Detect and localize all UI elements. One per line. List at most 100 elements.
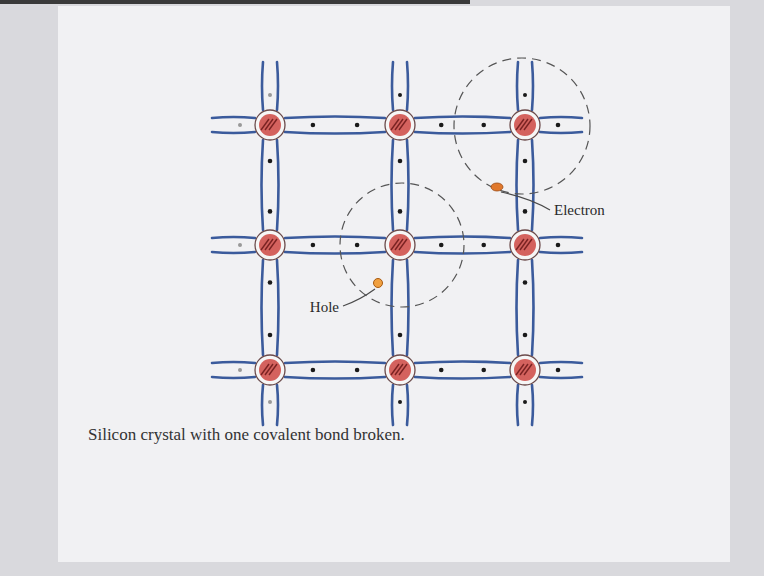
bond-line: [285, 377, 385, 379]
top-edge-bar: [0, 0, 470, 4]
bond-line: [392, 62, 393, 110]
electron-dot: [355, 123, 360, 128]
bond-line: [540, 237, 582, 238]
atom-core: [389, 359, 411, 381]
atom-core: [514, 234, 536, 256]
atom-hatch: [391, 239, 399, 250]
silicon-atom: [510, 355, 540, 385]
bond-line: [212, 377, 255, 378]
bond-line: [212, 132, 255, 133]
atom-shell: [385, 110, 415, 140]
silicon-atom: [510, 230, 540, 260]
bond-line: [407, 62, 408, 110]
bond-line: [285, 117, 385, 119]
bond-line: [285, 252, 385, 254]
electron-dot: [523, 93, 527, 97]
silicon-atoms: [255, 110, 540, 385]
bond-line: [517, 140, 519, 230]
electron-dot: [311, 243, 316, 248]
atom-hatch: [391, 119, 399, 130]
atom-hatch: [395, 239, 403, 250]
bond-line: [540, 117, 582, 118]
bond-line: [285, 132, 385, 134]
atom-core: [389, 114, 411, 136]
bond-line: [212, 117, 255, 118]
atom-hatch: [516, 119, 524, 130]
atom-hatch: [395, 364, 403, 375]
electron-dot: [268, 333, 273, 338]
silicon-atom: [385, 110, 415, 140]
atom-core: [514, 114, 536, 136]
atom-core: [259, 234, 281, 256]
dashed-circle: [454, 58, 590, 194]
free-electron: [491, 183, 503, 191]
atom-core: [514, 359, 536, 381]
bond-line: [540, 252, 582, 253]
electron-dot: [523, 159, 528, 164]
electron-dot: [439, 243, 444, 248]
bond-line: [277, 62, 278, 110]
atom-shell: [510, 230, 540, 260]
atom-hatch: [265, 239, 273, 250]
electron-dot: [439, 123, 444, 128]
atom-hatch: [399, 119, 407, 130]
atom-hatch: [524, 239, 532, 250]
electron-dot: [311, 123, 316, 128]
atom-shell: [255, 355, 285, 385]
bond-line: [392, 140, 394, 230]
bond-line: [415, 132, 510, 134]
bond-line: [407, 260, 409, 355]
atom-core: [259, 359, 281, 381]
electron-dot: [268, 280, 273, 285]
bond-line: [212, 252, 255, 253]
bond-line: [212, 362, 255, 363]
hole-marker: [374, 279, 383, 288]
atom-shell: [510, 110, 540, 140]
electron-dot: [311, 368, 316, 373]
electron-dot: [523, 400, 527, 404]
electron-dot: [268, 209, 273, 214]
bond-line: [532, 140, 534, 230]
bond-line: [415, 117, 510, 119]
bond-line: [517, 385, 518, 425]
atom-hatch: [391, 364, 399, 375]
bond-line: [517, 62, 518, 110]
atom-hatch: [524, 119, 532, 130]
silicon-atom: [385, 355, 415, 385]
atom-hatch: [520, 239, 528, 250]
bond-line: [415, 252, 510, 254]
atom-hatch: [269, 239, 277, 250]
bond-line: [277, 385, 278, 425]
electron-dot: [523, 333, 528, 338]
electron-dot: [238, 368, 242, 372]
atom-shell: [255, 230, 285, 260]
electron-dot: [398, 93, 402, 97]
electron-dot: [238, 243, 242, 247]
atom-hatch: [516, 239, 524, 250]
paper-ground: [58, 6, 730, 562]
bond-line: [277, 140, 279, 230]
leader-line: [343, 289, 375, 306]
electron-label: Electron: [554, 202, 605, 219]
atom-hatch: [261, 364, 269, 375]
bond-line: [262, 140, 264, 230]
electron-dot: [556, 243, 561, 248]
bond-line: [392, 260, 394, 355]
electron-dot: [523, 280, 528, 285]
bond-line: [262, 62, 263, 110]
electron-dot: [523, 209, 528, 214]
electron-dot: [268, 159, 273, 164]
atom-hatch: [261, 239, 269, 250]
atom-core: [389, 234, 411, 256]
bond-line: [212, 237, 255, 238]
bond-line: [285, 362, 385, 364]
atom-hatch: [399, 364, 407, 375]
atom-hatch: [520, 119, 528, 130]
atom-hatch: [269, 364, 277, 375]
atom-hatch: [516, 364, 524, 375]
bond-line: [532, 385, 533, 425]
atom-hatch: [520, 364, 528, 375]
electron-dot: [398, 400, 402, 404]
silicon-atom: [510, 110, 540, 140]
